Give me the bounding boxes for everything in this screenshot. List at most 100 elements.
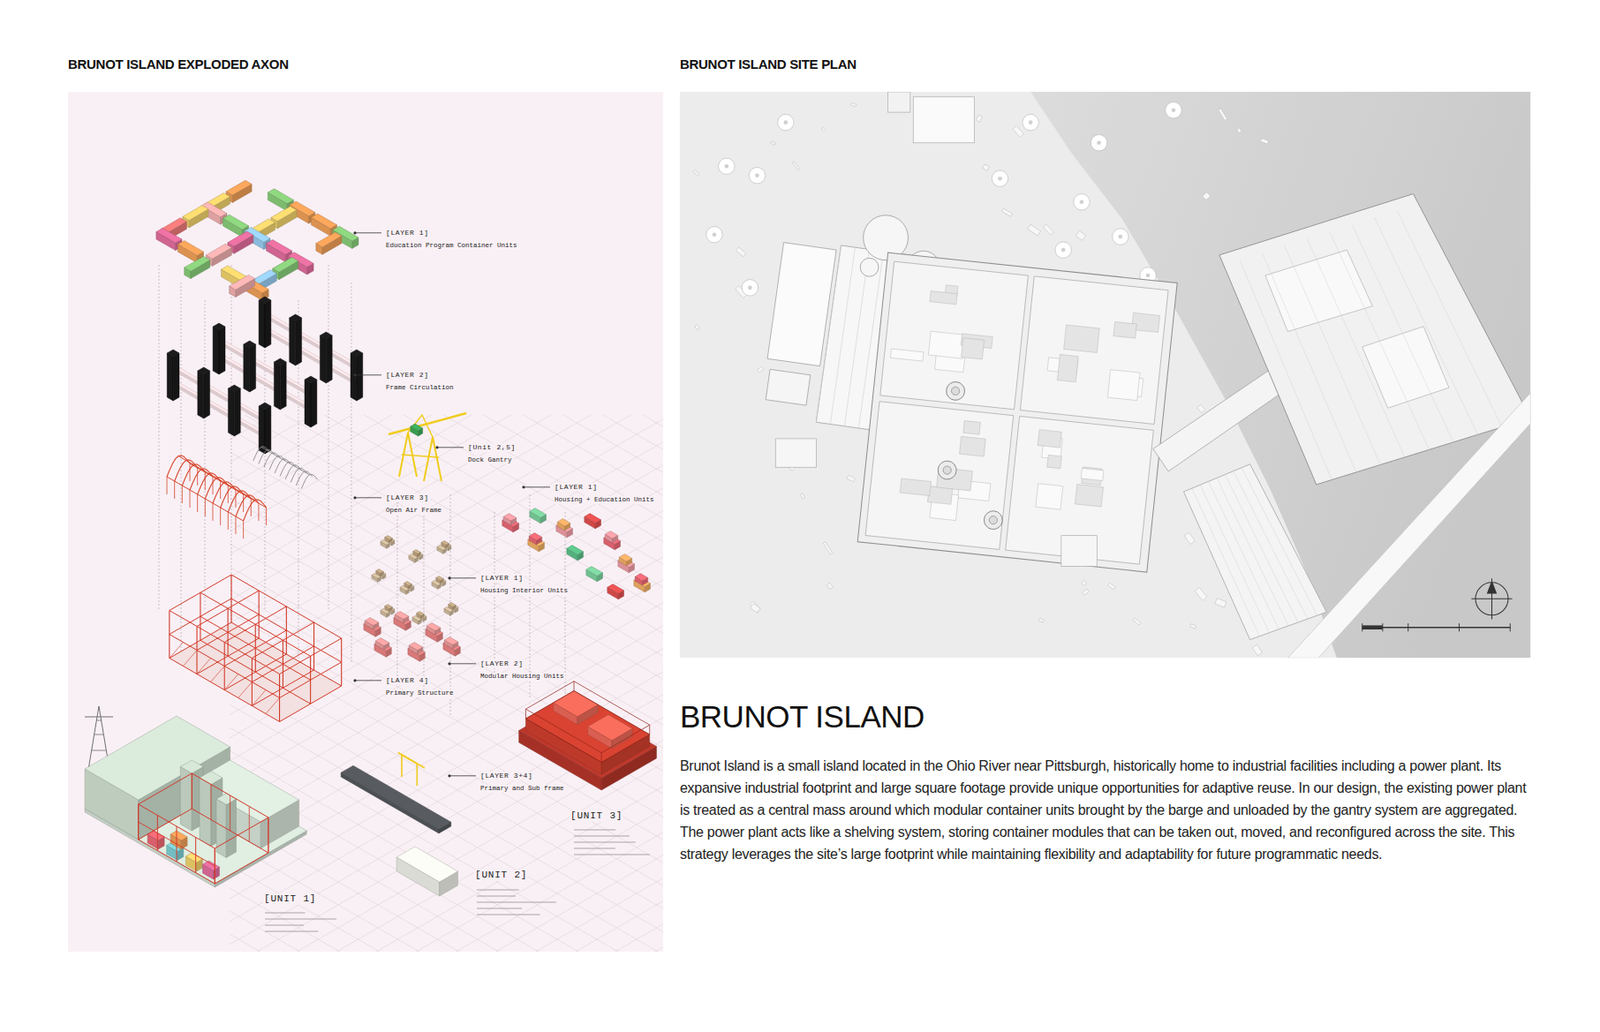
container-unit — [182, 205, 209, 221]
tree — [1118, 234, 1124, 240]
plant-complex — [988, 515, 998, 525]
leader-dot — [353, 373, 356, 377]
barge-line — [1329, 231, 1430, 451]
grid-line — [229, 938, 664, 952]
leader-line — [449, 577, 476, 579]
scale-tick — [1509, 623, 1511, 632]
structure-brace — [251, 690, 266, 707]
arch-purlin — [189, 463, 267, 508]
pylon-arm — [84, 716, 114, 718]
arch-leg — [196, 494, 198, 513]
shed-line — [1200, 484, 1269, 634]
container-unit — [226, 180, 252, 196]
plant-complex — [945, 380, 967, 401]
plant-complex — [899, 478, 931, 497]
container-unit — [205, 243, 232, 259]
frame-post — [273, 362, 280, 410]
grid-line — [229, 415, 664, 550]
plant-complex — [1074, 484, 1103, 507]
frame-post — [166, 353, 174, 401]
arch-leg — [181, 485, 183, 504]
container-unit — [584, 513, 602, 524]
structure-beam — [196, 614, 259, 651]
layer-tag: [LAYER 1] — [384, 228, 431, 238]
grid-line — [229, 415, 664, 481]
housing-module — [394, 611, 409, 620]
frame-bar — [218, 339, 313, 394]
frame-post — [325, 335, 333, 384]
frame-post — [243, 340, 257, 348]
frame-post — [264, 300, 272, 348]
layer-description: Dock Gantry — [467, 456, 514, 465]
plant-complex — [959, 436, 987, 457]
page-title: BRUNOT ISLAND — [679, 699, 925, 735]
container-unit — [316, 232, 342, 248]
gantry-leg — [423, 437, 442, 482]
warehouse — [767, 242, 837, 367]
arch-rib — [189, 468, 213, 491]
site-object — [693, 169, 700, 177]
container-unit — [177, 241, 204, 257]
scale-tick — [1458, 623, 1460, 632]
structure-beam — [200, 592, 311, 657]
plant-complex — [1035, 483, 1064, 510]
container-unit — [634, 573, 649, 582]
interior-unit — [436, 576, 445, 582]
grid-line — [229, 915, 664, 952]
frame-bar — [172, 366, 265, 423]
modular-housing-units — [363, 611, 461, 663]
leader-dot — [353, 496, 356, 499]
tree — [1061, 248, 1066, 253]
north-arrow — [1486, 581, 1498, 595]
plant-frame — [229, 795, 231, 831]
frame-post — [197, 367, 211, 375]
housing-module — [444, 637, 459, 646]
tree — [1171, 107, 1177, 113]
container-unit — [184, 256, 211, 272]
arch-leg — [227, 485, 229, 504]
warehouse — [815, 245, 841, 423]
container-unit — [156, 227, 182, 243]
grid-line — [229, 415, 664, 779]
scale-bar — [1362, 625, 1383, 630]
arch-rib — [166, 455, 190, 477]
tree — [991, 170, 1008, 187]
grid-line — [229, 415, 664, 687]
barge-frame — [525, 681, 650, 754]
tree — [1112, 228, 1129, 245]
leader-dot — [435, 445, 438, 449]
arch-leg — [173, 481, 175, 499]
structure-brace — [169, 642, 184, 659]
arch-purlin — [178, 456, 256, 501]
dock-strip — [340, 772, 439, 834]
arch-rib — [301, 474, 317, 489]
arch-leg — [234, 490, 236, 508]
layer-description: Housing Interior Units — [479, 587, 569, 596]
note-line — [264, 930, 318, 932]
arch-rib — [212, 482, 236, 504]
structure-beam — [251, 670, 314, 707]
plant-complex — [880, 261, 1029, 410]
structure-slab — [169, 622, 342, 723]
plant-complex — [950, 386, 960, 396]
arch-leg — [211, 476, 213, 495]
housing-interior-units — [371, 535, 459, 626]
plant-complex — [1113, 322, 1137, 340]
plant-stack — [216, 793, 237, 806]
frame-bar — [218, 339, 310, 397]
note-line — [476, 907, 522, 909]
housing-module — [426, 623, 441, 632]
grid-line — [229, 480, 664, 895]
container-unit — [267, 188, 294, 204]
site-object — [850, 102, 857, 107]
arch-leg — [265, 507, 267, 526]
arch-leg — [219, 507, 221, 526]
iso-grid — [229, 415, 664, 952]
vessel-body — [396, 846, 458, 883]
container-unit — [222, 214, 249, 230]
grid-line — [229, 415, 664, 733]
container-unit — [227, 231, 254, 247]
arch-rib — [197, 473, 221, 495]
note-line — [573, 835, 630, 837]
plant-frame — [249, 807, 250, 843]
